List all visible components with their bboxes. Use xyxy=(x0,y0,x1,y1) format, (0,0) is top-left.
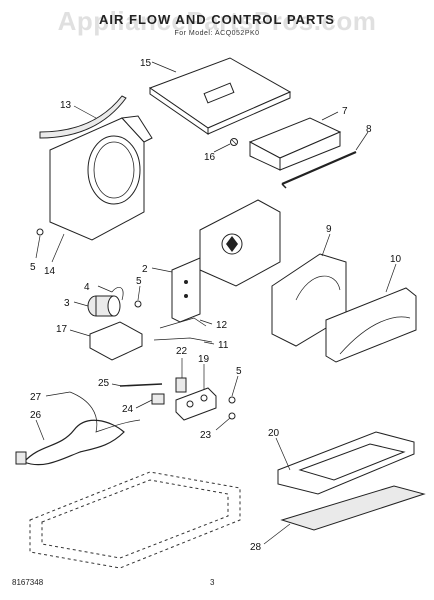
part-27-wire-harness xyxy=(69,391,141,433)
callout-16: 16 xyxy=(204,152,216,163)
callout-13: 13 xyxy=(60,100,72,111)
callout-3: 3 xyxy=(64,298,70,309)
part-23-screw xyxy=(228,412,236,420)
part-17-capacitor-bracket xyxy=(89,321,143,361)
part-25-sensor xyxy=(119,383,163,387)
callout-23: 23 xyxy=(200,430,212,441)
base-pan-outline xyxy=(29,471,241,569)
callout-10: 10 xyxy=(390,254,402,265)
callout-4: 4 xyxy=(84,282,90,293)
part-16-screw xyxy=(230,138,238,146)
callout-14: 14 xyxy=(44,266,56,277)
part-5-screw-c xyxy=(228,396,236,404)
part-5-screw-b xyxy=(134,300,142,308)
callout-15: 15 xyxy=(140,58,152,69)
callout-9: 9 xyxy=(326,224,332,235)
callout-7: 7 xyxy=(342,106,348,117)
page-title: AIR FLOW AND CONTROL PARTS xyxy=(99,12,335,27)
part-13-gasket xyxy=(39,95,127,139)
part-19-control-panel xyxy=(175,387,217,421)
callout-5-upper: 5 xyxy=(30,262,36,273)
callout-27: 27 xyxy=(30,392,42,403)
callout-28: 28 xyxy=(250,542,262,553)
part-3-capacitor xyxy=(87,295,121,317)
callout-24: 24 xyxy=(122,404,134,415)
part-22-switch xyxy=(175,377,187,393)
part-20-filter-frame xyxy=(277,431,415,495)
part-8-rod xyxy=(281,150,357,189)
callout-12: 12 xyxy=(216,320,228,331)
part-10-air-deflector xyxy=(325,287,417,363)
part-28-filter xyxy=(280,485,426,531)
callout-11: 11 xyxy=(218,340,229,351)
callout-2: 2 xyxy=(142,264,148,275)
part-7-control-cover xyxy=(248,117,342,171)
callout-26: 26 xyxy=(30,410,42,421)
part-11-wire xyxy=(153,337,213,343)
part-15-top-cover xyxy=(148,57,292,135)
callout-19: 19 xyxy=(198,354,210,365)
part-2-control-bracket xyxy=(171,199,281,323)
callout-20: 20 xyxy=(268,428,280,439)
page-subtitle: For Model: ACQ052PK0 xyxy=(174,30,260,37)
part-14-fan-shroud xyxy=(36,115,153,241)
page-number: 3 xyxy=(210,578,215,587)
part-26-power-cord xyxy=(15,419,125,466)
callout-25: 25 xyxy=(98,378,110,389)
callouts: 15 7 8 16 13 5 14 2 9 10 4 5 3 17 12 11 xyxy=(30,58,402,553)
part-4-strap xyxy=(111,286,124,301)
callout-8: 8 xyxy=(366,124,372,135)
callout-22: 22 xyxy=(176,346,188,357)
document-number: 8167348 xyxy=(12,578,44,587)
callout-17: 17 xyxy=(56,324,68,335)
part-12-wire xyxy=(159,317,207,329)
callout-5-middle: 5 xyxy=(136,276,142,287)
part-24-connector xyxy=(151,393,165,405)
callout-5-lower: 5 xyxy=(236,366,242,377)
